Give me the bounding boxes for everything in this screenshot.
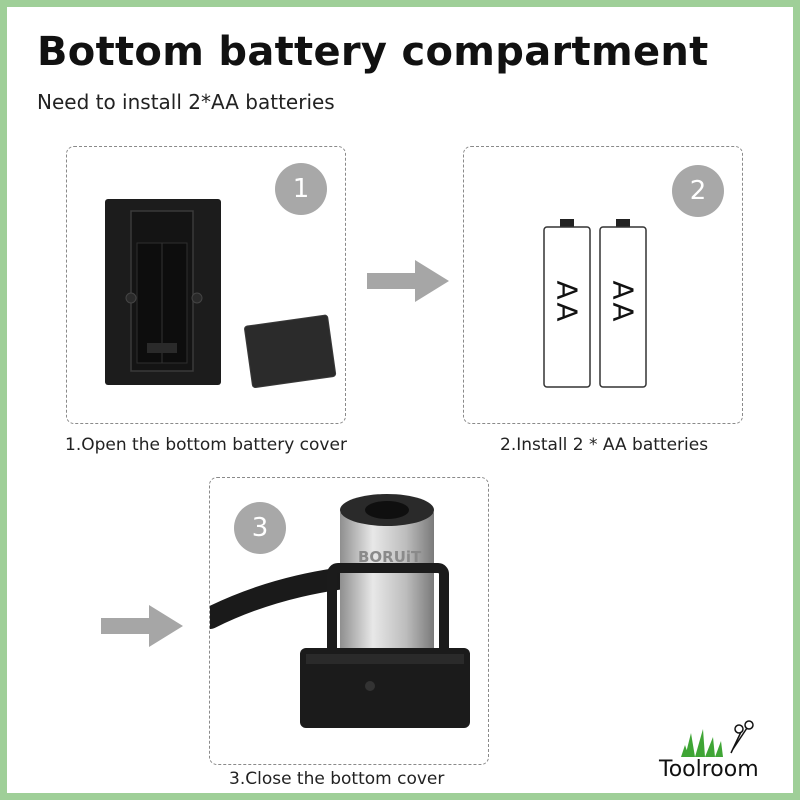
step-number-badge: 3 xyxy=(234,502,286,554)
step-1-panel: 1 xyxy=(66,146,346,424)
page: Bottom battery compartment Need to insta… xyxy=(7,7,793,793)
battery-label: AA xyxy=(550,280,584,324)
battery-compartment-image xyxy=(105,199,337,388)
toolroom-logo xyxy=(655,719,775,759)
brand-label: BORUiT xyxy=(358,548,422,566)
step-1-caption: 1.Open the bottom battery cover xyxy=(65,435,347,455)
page-title: Bottom battery compartment xyxy=(37,29,709,75)
right-arrow-icon xyxy=(101,605,183,647)
logo-text: Toolroom xyxy=(659,757,759,782)
page-subtitle: Need to install 2*AA batteries xyxy=(37,90,335,114)
step-2-caption: 2.Install 2 * AA batteries xyxy=(500,435,709,455)
closed-device-image xyxy=(210,494,470,728)
step-3-caption: 3.Close the bottom cover xyxy=(229,769,445,789)
battery-label: AA xyxy=(606,280,640,324)
aa-batteries-image xyxy=(543,219,647,388)
step-3-panel: BORUiT 3 xyxy=(209,477,489,765)
right-arrow-icon xyxy=(367,260,449,302)
step-2-panel: AA AA 2 xyxy=(463,146,743,424)
step-number-badge: 1 xyxy=(275,163,327,215)
step-number-badge: 2 xyxy=(672,165,724,217)
